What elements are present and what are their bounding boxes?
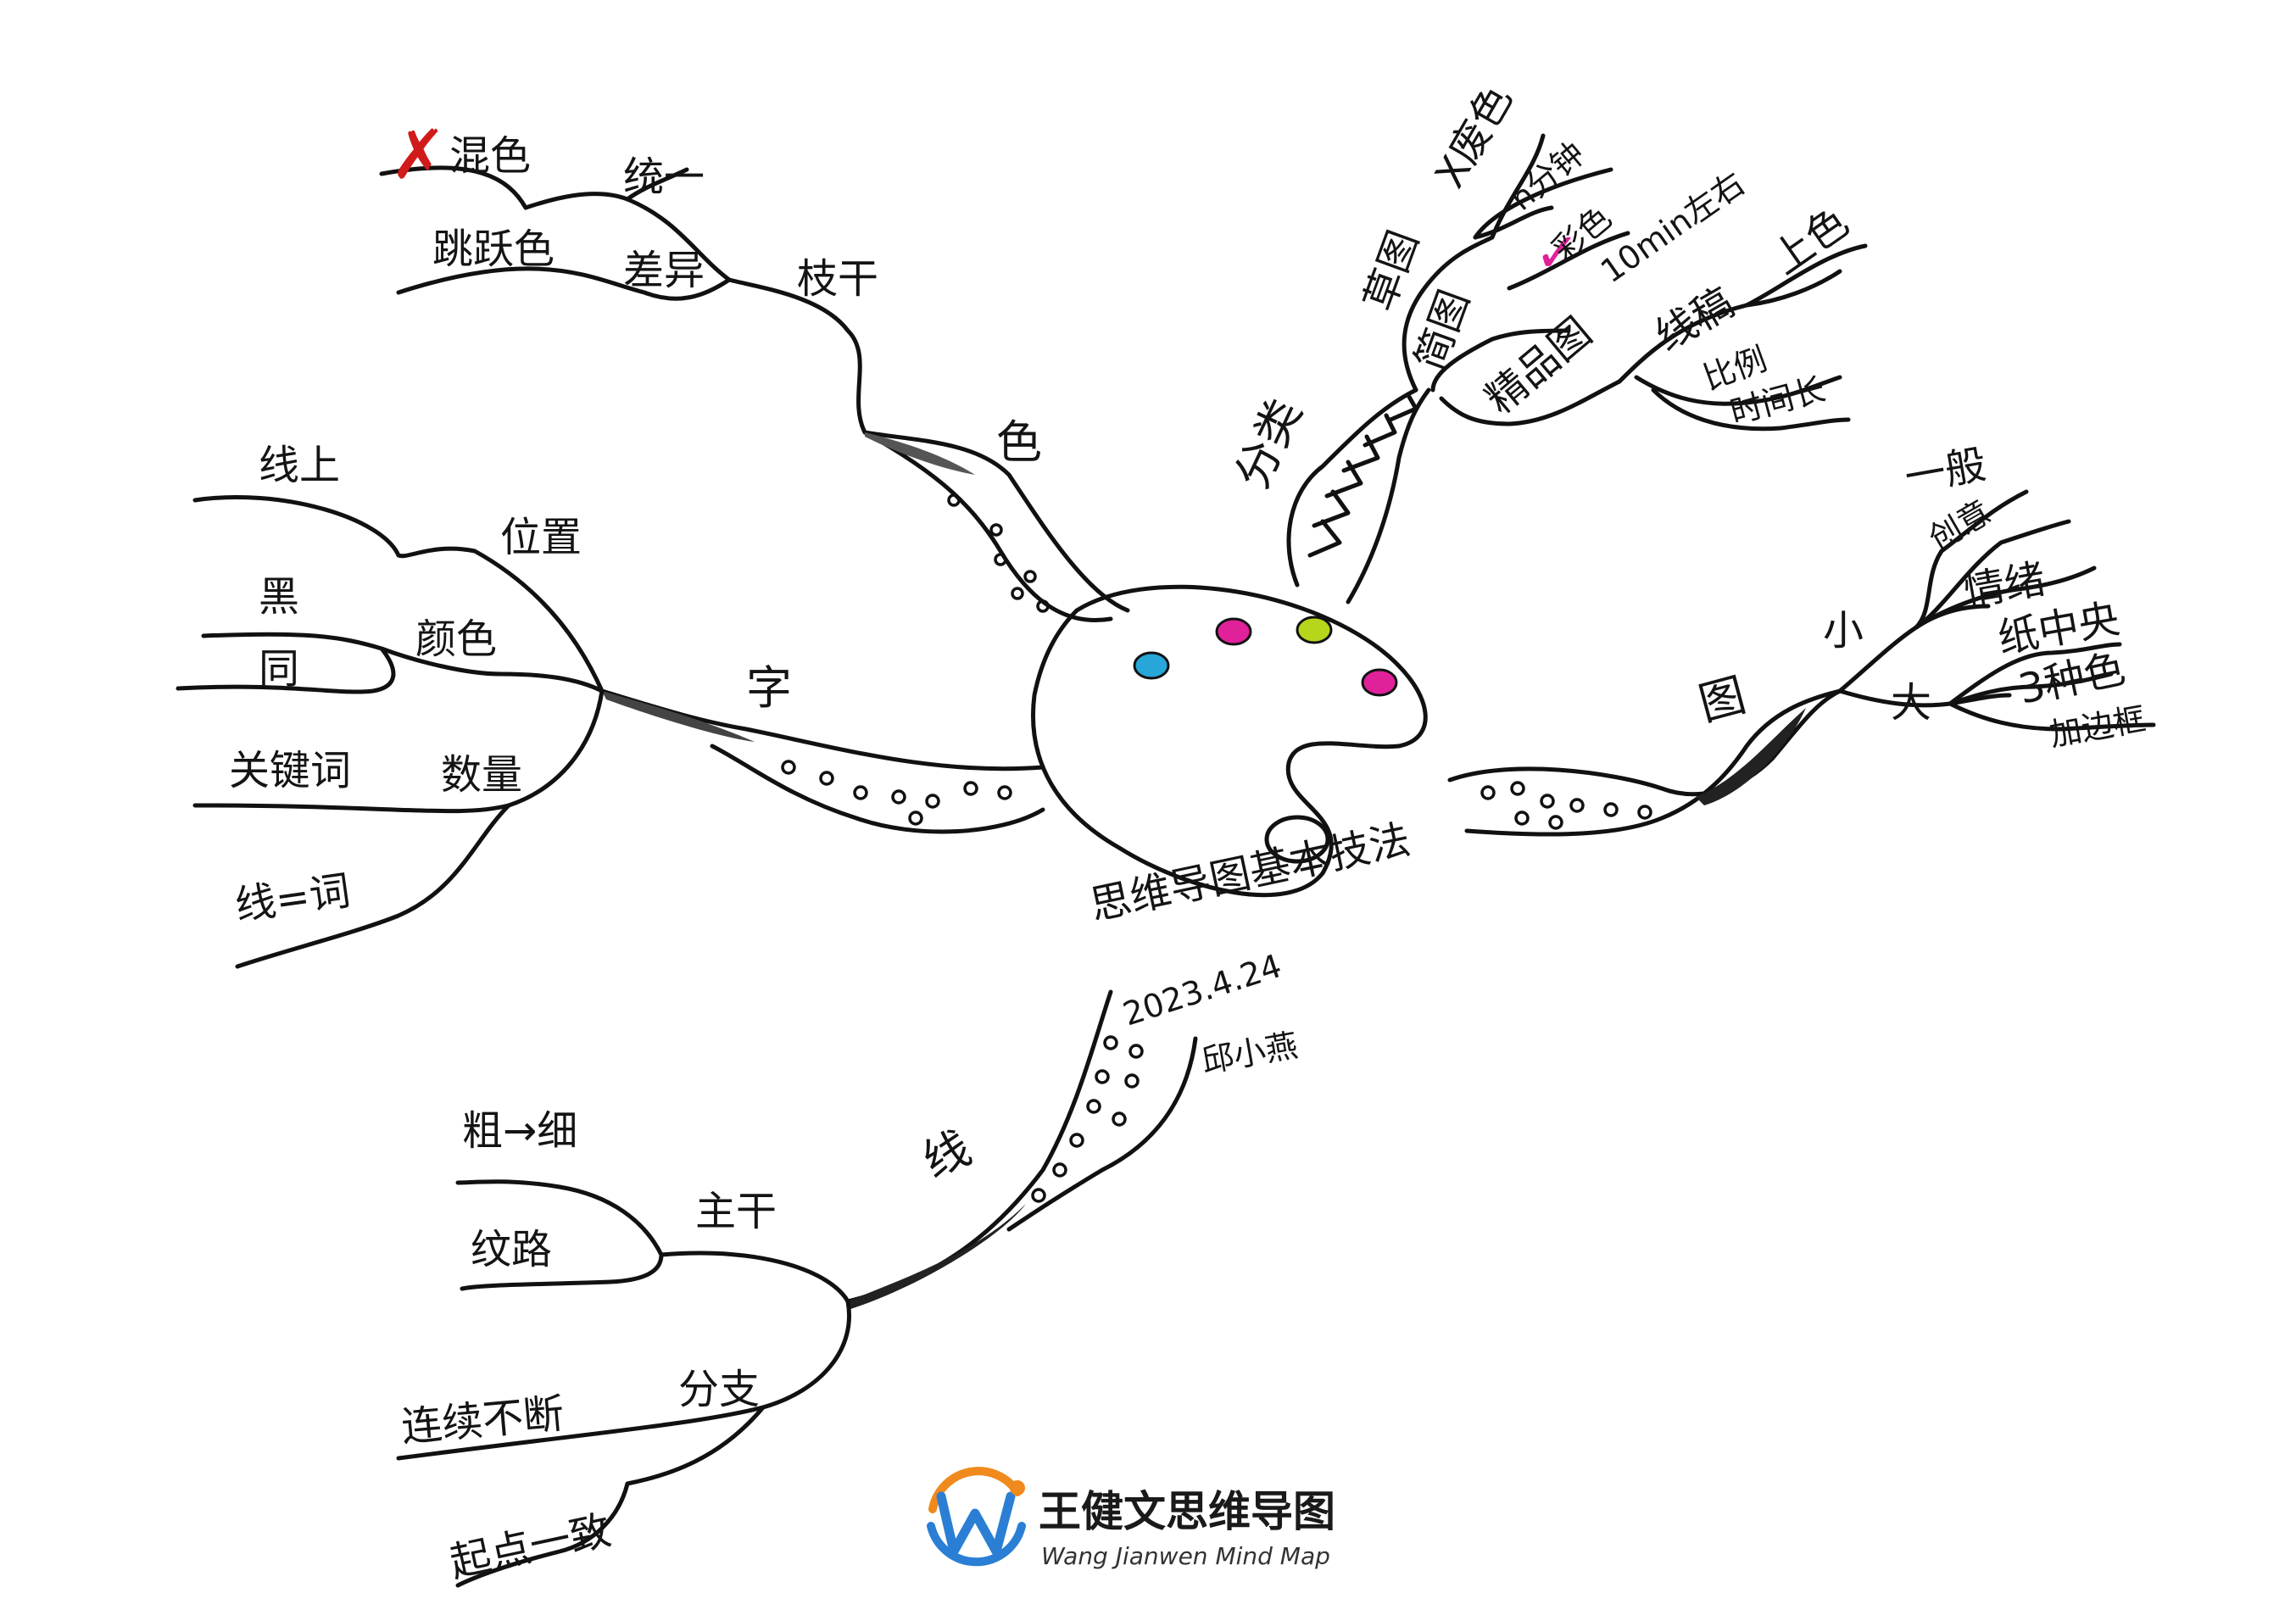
line-trunk-leaf-thick-thin: 粗→细: [462, 1107, 577, 1155]
category-branch-label: 分类: [1225, 391, 1312, 497]
center-author: 邱小燕: [1199, 1027, 1301, 1080]
image-big-leaf-frame: 加边框: [2047, 700, 2148, 754]
branch-text: [176, 495, 1045, 969]
text-color-label: 颜色: [415, 616, 497, 663]
branch-color: [379, 165, 1130, 622]
branch-category: [1286, 133, 1868, 604]
image-branch-dots: [1480, 781, 1652, 830]
image-branch-label: 图: [1693, 668, 1751, 732]
text-color-leaf-black: 黑: [259, 573, 299, 621]
category-sketch-leaf-discard: X废色: [1426, 77, 1522, 196]
text-position-label: 位置: [500, 514, 582, 561]
line-trunk-label: 主干: [695, 1188, 777, 1235]
paint-blob-magenta: [1215, 617, 1252, 646]
branch-line: [396, 989, 1198, 1588]
image-small-leaf-general: 一般: [1901, 441, 1989, 502]
color-branch-label: 色: [996, 415, 1042, 469]
brand-logo-icon: [927, 1467, 1026, 1567]
color-differ-leaf: 跳跃色: [432, 226, 554, 273]
color-unify-label: 统一: [623, 153, 705, 201]
paint-blob-pink: [1361, 668, 1398, 697]
line-branch-label: 线: [915, 1121, 979, 1189]
text-branch-label: 字: [746, 661, 792, 715]
line-trunk-leaf-texture: 纹路: [471, 1226, 552, 1273]
text-quantity-label: 数量: [441, 751, 522, 799]
branch-image: [1447, 489, 2156, 837]
paint-blob-blue: [1133, 651, 1170, 680]
color-branch-dots: [947, 493, 1050, 613]
image-big-label: 大: [1891, 679, 1931, 727]
image-small-leaf-creative: 创意: [1923, 493, 1998, 558]
text-quantity-leaf-keyword: 关键词: [229, 747, 351, 794]
text-branch-dots: [781, 760, 1012, 826]
line-branch-sub-label: 分支: [678, 1366, 760, 1413]
color-unify-leaf: 混色: [449, 132, 531, 180]
center-title: 思维导图基本技法: [1086, 816, 1414, 930]
category-fine-leaf-coloring: 上色: [1764, 198, 1858, 284]
line-branch-leaf-start-same: 起点一致: [446, 1507, 615, 1587]
paint-blob-lime: [1296, 616, 1333, 644]
category-fine-leaf-lineart: 线稿: [1647, 279, 1742, 361]
center-date: 2023.4.24: [1118, 947, 1286, 1033]
brand-logo: 王健文思维导图 Wang Jianwen Mind Map: [927, 1467, 1335, 1570]
color-stem-label: 枝干: [797, 255, 878, 303]
text-quantity-leaf-lineword: 线=词: [232, 866, 354, 929]
text-color-leaf-same: 同: [259, 645, 299, 693]
category-simple-check-mark: ✓: [1535, 222, 1580, 285]
brand-logo-subtitle: Wang Jianwen Mind Map: [1041, 1542, 1330, 1570]
palette-thumb-hole: [1264, 815, 1330, 864]
text-position-leaf: 线上: [259, 442, 340, 489]
brand-logo-name: 王健文思维导图: [1039, 1487, 1335, 1536]
category-sketch-leaf-minutes: n分钟: [1503, 135, 1592, 218]
image-small-label: 小: [1823, 607, 1864, 655]
line-branch-dots: [1031, 1035, 1144, 1203]
category-chevrons: [1307, 394, 1418, 558]
category-fine-label: 精品图: [1477, 309, 1601, 423]
color-differ-label: 差异: [623, 247, 705, 294]
color-unify-cross-mark: ✗: [390, 115, 447, 194]
